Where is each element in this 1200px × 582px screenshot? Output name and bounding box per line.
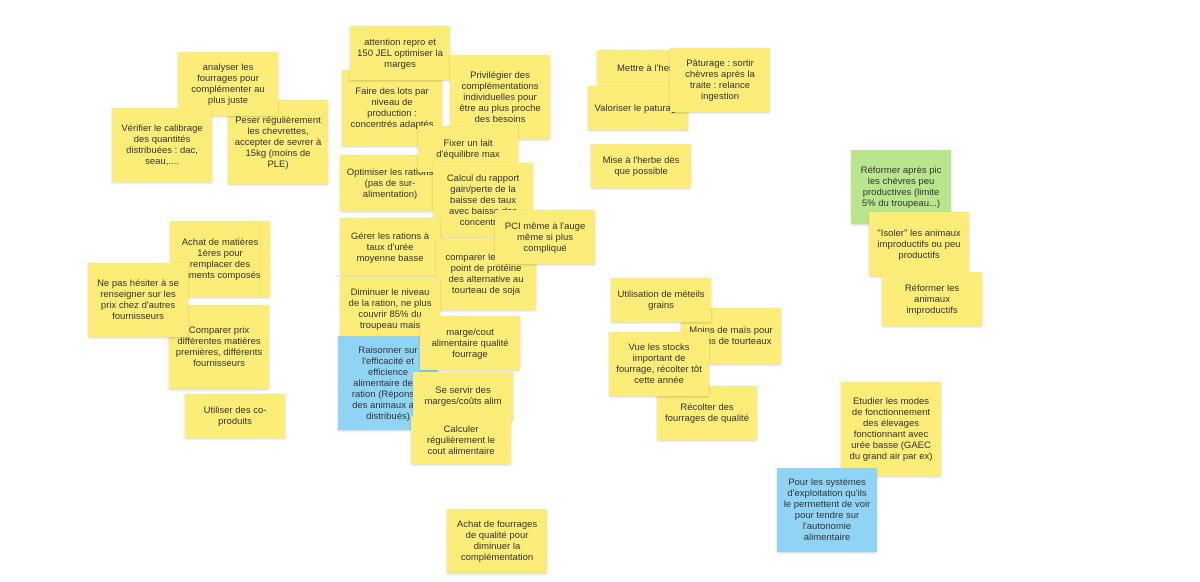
sticky-note-text: Privilégier des complémentations individ… xyxy=(459,69,541,125)
sticky-note[interactable]: Utiliser des co-produits xyxy=(185,394,285,438)
sticky-note[interactable]: Achat de fourrages de qualité pour dimin… xyxy=(447,509,547,573)
sticky-note-text: Achat de matières 1ères pour remplacer d… xyxy=(179,237,261,281)
sticky-note-text: Pâturage : sortir chèvres après la trait… xyxy=(685,58,755,102)
sticky-note-text: Faire des lots par niveau de production … xyxy=(350,86,434,130)
sticky-note-text: Calcul du rapport gain/perte de la baiss… xyxy=(446,172,520,228)
sticky-note-text: Réformer après pic les chèvres peu produ… xyxy=(860,165,942,209)
sticky-note-text: Achat de fourrages de qualité pour dimin… xyxy=(456,519,538,563)
sticky-note[interactable]: Mise à l'herbe dès que possible xyxy=(591,144,691,188)
sticky-note[interactable]: Pâturage : sortir chèvres après la trait… xyxy=(670,48,770,112)
sticky-note-text: Réformer les animaux improductifs xyxy=(904,282,960,316)
sticky-note[interactable]: marge/cout alimentaire qualité fourrage xyxy=(420,316,520,370)
sticky-note-text: Vérifier le calibrage des quantités dist… xyxy=(121,123,203,167)
sticky-note[interactable]: Réformer les animaux improductifs xyxy=(882,272,982,326)
sticky-note-text: Comparer prix différentes matières premi… xyxy=(175,325,263,369)
sticky-note-text: Utilisation de méteils grains xyxy=(617,289,705,311)
sticky-note-text: Se servir des marges/coûts alim xyxy=(424,385,502,407)
sticky-note-text: Moins de maïs pour moins de tourteaux xyxy=(689,325,773,347)
sticky-note[interactable]: Se servir des marges/coûts alim xyxy=(413,372,513,420)
sticky-note-text: Optimiser les rations (pas de sur-alimen… xyxy=(346,166,434,200)
sticky-note-text: Mise à l'herbe dès que possible xyxy=(602,155,680,177)
sticky-note-text: attention repro et 150 JEL optimiser la … xyxy=(357,36,443,70)
sticky-note[interactable]: Ne pas hésiter à se renseigner sur les p… xyxy=(88,263,188,337)
sticky-note[interactable]: PCI même à l'auge même si plus compliqué xyxy=(495,210,595,264)
sticky-note-text: PCI même à l'auge même si plus compliqué xyxy=(504,220,586,254)
sticky-note-text: Etudier les modes de fonctionnement des … xyxy=(849,396,933,462)
sticky-note-text: Gérer les rations à taux d'urée moyenne … xyxy=(350,230,430,264)
sticky-note-text: comparer le prix du point de protéine de… xyxy=(445,252,527,296)
sticky-note[interactable]: Calculer régulièrement le cout alimentai… xyxy=(411,416,511,464)
sticky-note-text: Pour les systèmes d'exploitation qu'ils … xyxy=(783,477,871,543)
sticky-note[interactable]: Utilisation de méteils grains xyxy=(611,278,711,322)
sticky-note[interactable]: Faire des lots par niveau de production … xyxy=(342,70,442,146)
sticky-note-text: Valoriser le paturage xyxy=(594,102,682,114)
sticky-note-text: Utiliser des co-produits xyxy=(203,405,267,427)
sticky-note[interactable]: Vue les stocks important de fourrage, ré… xyxy=(609,332,709,396)
sticky-note-text: Mettre à l'herbe xyxy=(617,62,683,74)
sticky-note[interactable]: Vérifier le calibrage des quantités dist… xyxy=(112,108,212,182)
sticky-note[interactable]: "Isoler" les animaux improductifs ou peu… xyxy=(869,212,969,276)
sticky-note-text: "Isoler" les animaux improductifs ou peu… xyxy=(877,227,961,261)
sticky-note[interactable]: Réformer après pic les chèvres peu produ… xyxy=(851,150,951,224)
sticky-note-text: Ne pas hésiter à se renseigner sur les p… xyxy=(97,278,179,322)
sticky-note-text: Fixer un lait d'équilibre max xyxy=(436,138,500,160)
sticky-note-text: Récolter des fourrages de qualité xyxy=(665,402,749,424)
sticky-note-text: Calculer régulièrement le cout alimentai… xyxy=(426,423,496,457)
sticky-note[interactable]: Privilégier des complémentations individ… xyxy=(450,55,550,139)
sticky-note[interactable]: Peser régulièrement les chevrettes, acce… xyxy=(228,100,328,184)
sticky-note-text: Raisonner sur l'efficacité et efficience… xyxy=(351,344,425,422)
sticky-note[interactable]: Pour les systèmes d'exploitation qu'ils … xyxy=(777,468,877,552)
sticky-note[interactable]: analyser les fourrages pour complémenter… xyxy=(178,52,278,116)
sticky-note-text: analyser les fourrages pour complémenter… xyxy=(191,62,265,106)
sticky-note[interactable]: Etudier les modes de fonctionnement des … xyxy=(841,382,941,476)
sticky-note[interactable]: Gérer les rations à taux d'urée moyenne … xyxy=(340,218,440,276)
sticky-note-text: Diminuer le niveau de la ration, ne plus… xyxy=(348,287,432,331)
sticky-note[interactable]: attention repro et 150 JEL optimiser la … xyxy=(350,26,450,80)
sticky-note-text: Vue les stocks important de fourrage, ré… xyxy=(616,342,702,386)
sticky-note-text: marge/cout alimentaire qualité fourrage xyxy=(431,326,509,360)
sticky-note-text: Peser régulièrement les chevrettes, acce… xyxy=(234,114,322,170)
